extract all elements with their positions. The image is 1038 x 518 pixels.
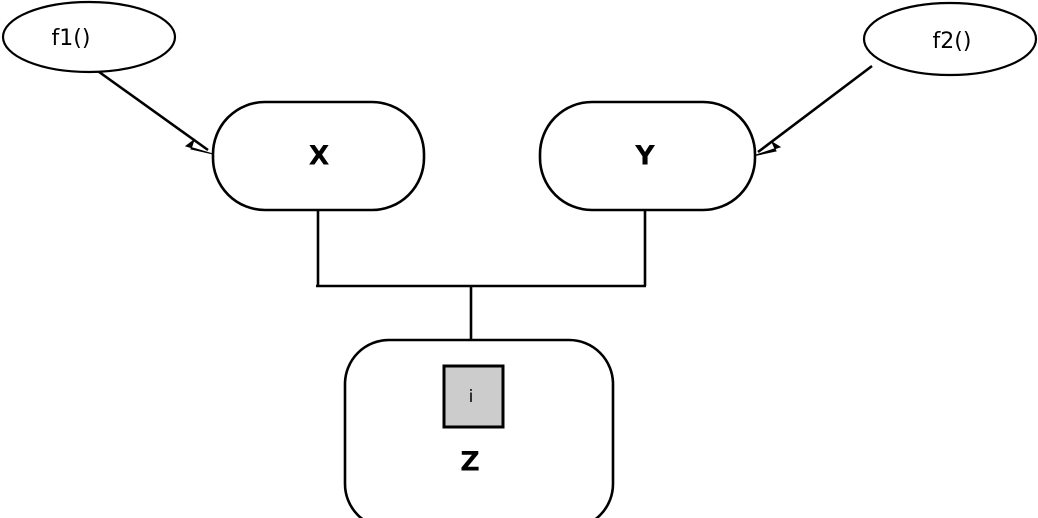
- node-z-label: Z: [460, 447, 480, 478]
- node-f2[interactable]: f2(): [862, 1, 1038, 77]
- node-z[interactable]: Z: [343, 338, 615, 518]
- node-x[interactable]: X: [211, 100, 426, 212]
- edge-f1-to-x-arrowhead: [184, 138, 214, 155]
- node-f1[interactable]: f1(): [1, 0, 177, 74]
- edge-f1-to-x-line: [87, 62, 209, 152]
- edge-f1-to-x[interactable]: [87, 62, 214, 155]
- node-f1-label: f1(): [52, 26, 91, 51]
- node-x-label: X: [309, 141, 330, 172]
- node-y[interactable]: Y: [538, 100, 757, 212]
- node-i-shape: [442, 364, 505, 429]
- edge-f2-to-y-arrowhead: [752, 140, 782, 157]
- node-y-shape: [538, 100, 757, 212]
- edge-f2-to-y-line: [757, 64, 873, 154]
- node-i-label: i: [469, 387, 474, 407]
- edge-layer: [87, 62, 873, 369]
- edge-f2-to-y[interactable]: [752, 64, 873, 157]
- node-y-label: Y: [634, 141, 655, 172]
- node-z-shape: [343, 338, 615, 518]
- node-f2-ellipse: [862, 1, 1038, 77]
- node-i[interactable]: i: [442, 364, 505, 429]
- node-x-shape: [211, 100, 426, 212]
- node-f1-ellipse: [1, 0, 177, 74]
- node-f2-label: f2(): [933, 29, 972, 54]
